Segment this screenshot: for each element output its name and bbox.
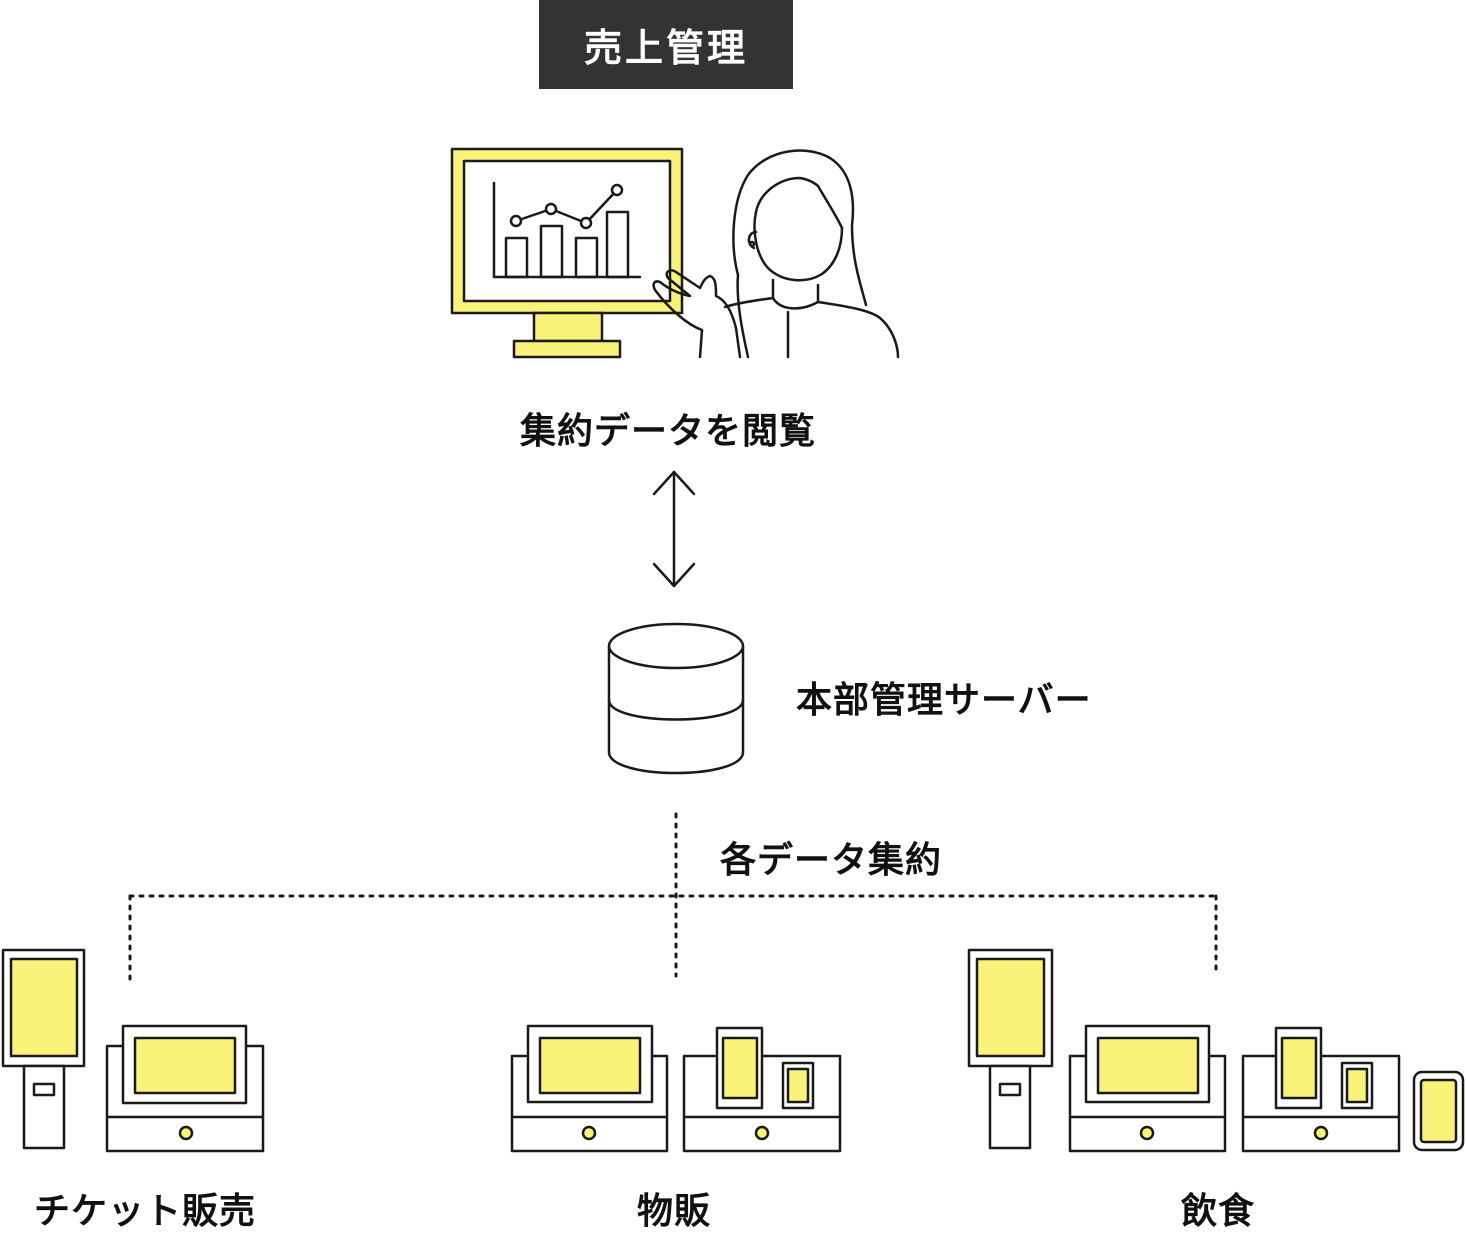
aggregation-label: 各データ集約 (720, 840, 943, 881)
food-beverage-label: 飲食 (1181, 1191, 1256, 1232)
presenter-person-icon (652, 149, 900, 359)
server-label: 本部管理サーバー (796, 680, 1092, 721)
database-server-icon (607, 622, 745, 775)
merch-tablet-register-icon (682, 1026, 842, 1153)
analytics-monitor-icon (450, 147, 684, 359)
merchandise-label: 物販 (637, 1191, 712, 1232)
food-kiosk-icon (967, 948, 1054, 1150)
double-arrow-icon (652, 470, 696, 588)
view-data-caption: 集約データを閲覧 (520, 411, 817, 452)
handheld-device-icon (1412, 1070, 1465, 1152)
aggregation-connector-lines (128, 812, 1218, 982)
food-pos-register-icon (1068, 1024, 1227, 1153)
section-title-badge: 売上管理 (539, 0, 793, 89)
ticket-kiosk-icon (1, 948, 86, 1150)
merch-pos-register-icon (510, 1024, 669, 1153)
ticket-sales-label: チケット販売 (34, 1191, 257, 1232)
food-tablet-register-icon (1241, 1026, 1401, 1153)
ticket-pos-register-icon (105, 1024, 265, 1153)
